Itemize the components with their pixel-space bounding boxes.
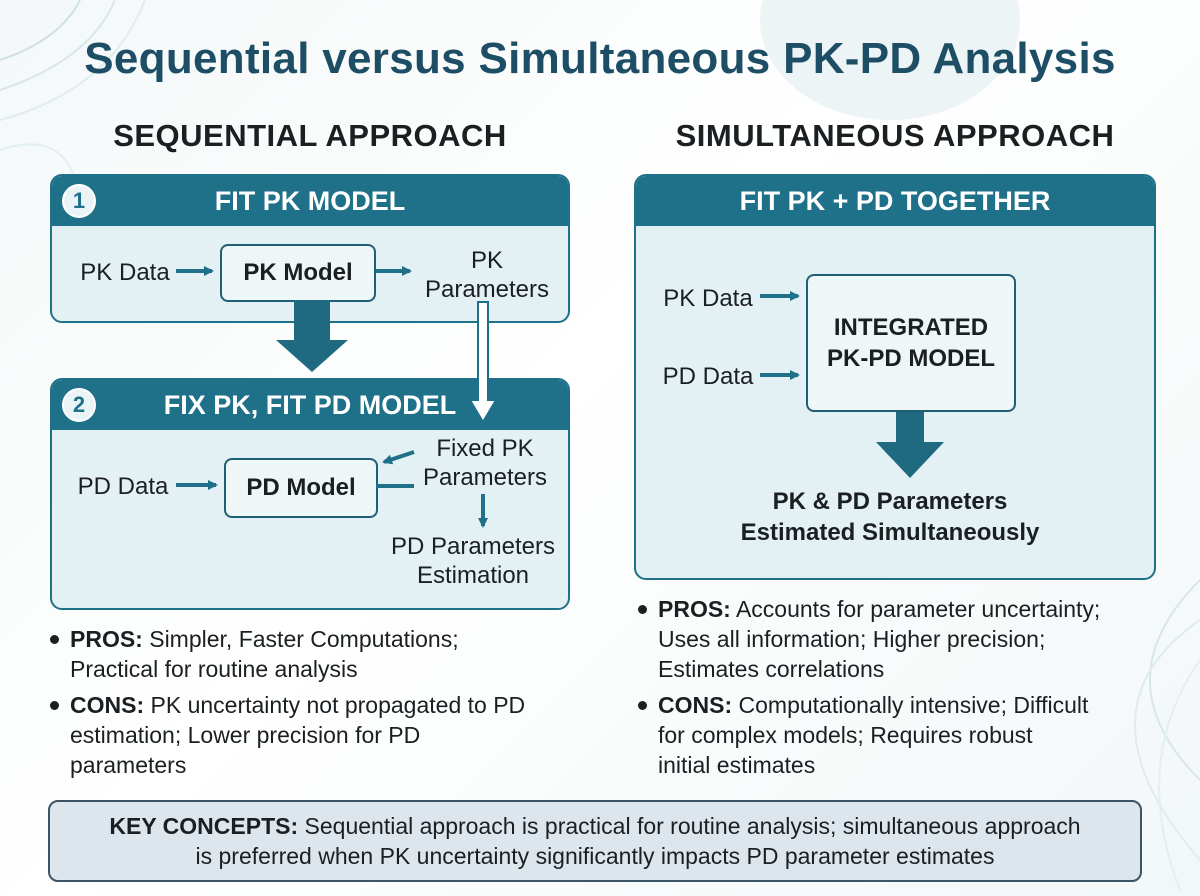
sequential-pros: PROS: Simpler, Faster Computations; Prac… (44, 624, 604, 684)
step1-header-label: FIT PK MODEL (214, 185, 406, 216)
simultaneous-pros-line3: Estimates correlations (658, 656, 885, 682)
step1-output-line1: PK (470, 247, 503, 274)
step2-header-label: FIX PK, FIT PD MODEL (163, 389, 457, 420)
sequential-heading: SEQUENTIAL APPROACH (113, 118, 507, 153)
step1-panel: FIT PK MODEL 1 (50, 174, 570, 323)
simultaneous-pros-line1: Accounts for parameter uncertainty; (735, 596, 1101, 622)
pd-estimation-line2: Estimation (416, 562, 530, 589)
simultaneous-cons-line2: for complex models; Requires robust (658, 722, 1033, 748)
fixed-pk-line2: Parameters (422, 464, 548, 491)
simultaneous-output-line2: Estimated Simultaneously (740, 519, 1040, 546)
bullet-dot (50, 635, 59, 644)
simultaneous-cons-line3: initial estimates (658, 752, 816, 778)
sim-pd-data-label: PD Data (662, 363, 754, 390)
sim-pk-data-label: PK Data (663, 285, 753, 312)
decorative-lines-top-left (0, 0, 146, 181)
step1-number-badge: 1 (62, 184, 96, 218)
pk-model-box: PK Model (220, 244, 376, 302)
key-concepts-label: KEY CONCEPTS: (109, 813, 299, 839)
pd-estimation-line1: PD Parameters (390, 533, 556, 560)
sequential-pros-line1: Simpler, Faster Computations; (149, 626, 459, 652)
key-concepts-box: KEY CONCEPTS: Sequential approach is pra… (48, 800, 1142, 882)
key-concepts-line2: is preferred when PK uncertainty signifi… (195, 843, 995, 869)
sequential-pros-line2: Practical for routine analysis (70, 656, 358, 682)
simultaneous-pros-cons: PROS: Accounts for parameter uncertainty… (632, 594, 1172, 786)
simultaneous-header: FIT PK + PD TOGETHER (636, 176, 1154, 226)
pd-model-box: PD Model (224, 458, 378, 518)
simultaneous-pros-line2: Uses all information; Higher precision; (658, 626, 1046, 652)
sequential-cons-line2: estimation; Lower precision for PD (70, 722, 421, 748)
sequential-cons-line3: parameters (70, 752, 187, 778)
bullet-dot (50, 701, 59, 710)
sequential-cons: CONS: PK uncertainty not propagated to P… (44, 690, 604, 780)
step2-number-badge: 2 (62, 388, 96, 422)
bullet-dot (638, 701, 647, 710)
simultaneous-cons: CONS: Computationally intensive; Difficu… (632, 690, 1172, 780)
bullet-dot (638, 605, 647, 614)
simultaneous-cons-label: CONS: (658, 692, 733, 718)
step2-header: FIX PK, FIT PD MODEL (52, 380, 568, 430)
step1-input-label: PK Data (80, 259, 170, 286)
simultaneous-output: PK & PD Parameters Estimated Simultaneou… (680, 486, 1100, 548)
step1-header: FIT PK MODEL (52, 176, 568, 226)
fixed-pk-line1: Fixed PK (436, 435, 534, 462)
simultaneous-header-label: FIT PK + PD TOGETHER (739, 185, 1051, 216)
integrated-model-line1: INTEGRATED (833, 314, 989, 341)
simultaneous-output-line1: PK & PD Parameters (772, 488, 1008, 515)
step2-input-label: PD Data (77, 473, 169, 500)
pd-estimation-label: PD Parameters Estimation (380, 532, 566, 590)
sequential-pros-label: PROS: (70, 626, 143, 652)
simultaneous-heading: SIMULTANEOUS APPROACH (675, 118, 1115, 153)
simultaneous-cons-line1: Computationally intensive; Difficult (738, 692, 1089, 718)
integrated-model-box: INTEGRATED PK-PD MODEL (806, 274, 1016, 412)
simultaneous-pros-label: PROS: (658, 596, 731, 622)
sequential-pros-cons: PROS: Simpler, Faster Computations; Prac… (44, 624, 604, 786)
step1-output-label: PK Parameters (412, 246, 562, 304)
fixed-pk-label: Fixed PK Parameters (410, 434, 560, 492)
key-concepts-line1: Sequential approach is practical for rou… (304, 813, 1081, 839)
sequential-cons-label: CONS: (70, 692, 145, 718)
sequential-cons-line1: PK uncertainty not propagated to PD (150, 692, 526, 718)
integrated-model-line2: PK-PD MODEL (827, 345, 995, 372)
page-title: Sequential versus Simultaneous PK-PD Ana… (84, 34, 1116, 83)
simultaneous-pros: PROS: Accounts for parameter uncertainty… (632, 594, 1172, 684)
step1-output-line2: Parameters (424, 276, 550, 303)
